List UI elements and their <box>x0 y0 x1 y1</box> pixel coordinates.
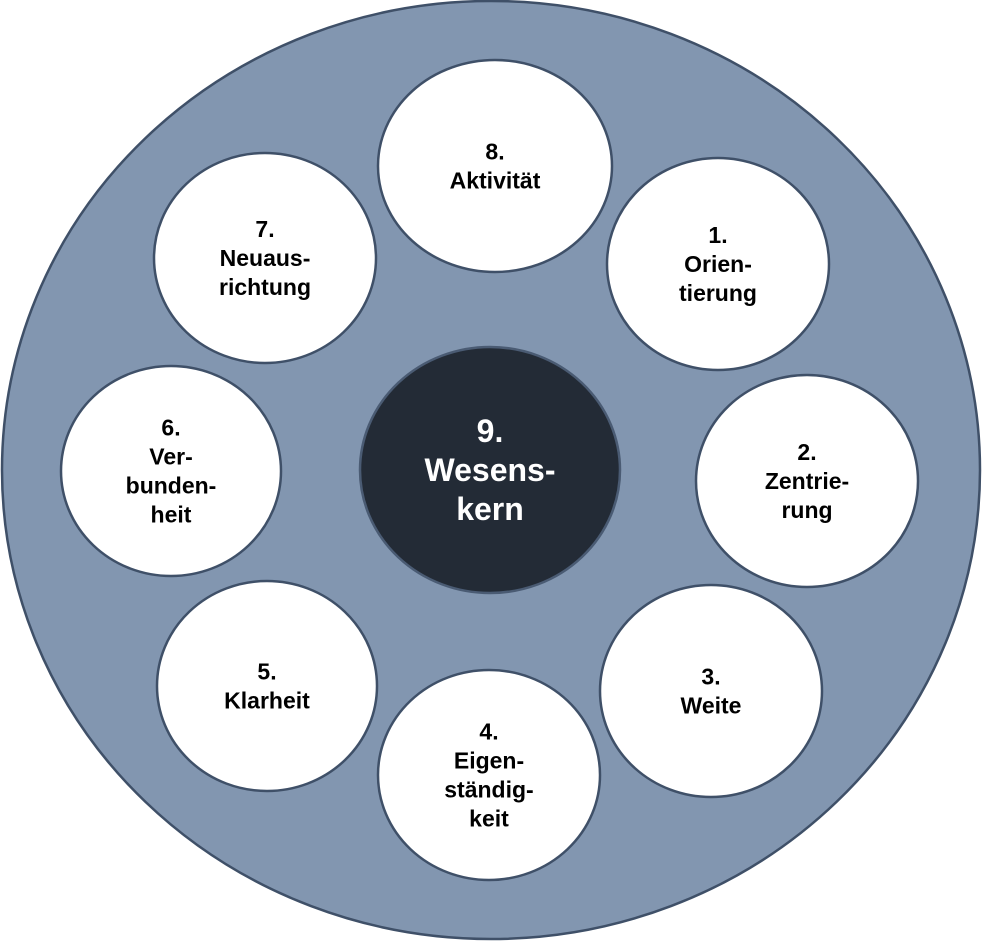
node-circle <box>376 668 602 882</box>
nodes-layer: 1. Orien-tierung 2. Zentrie-rung 3. Weite 4. Ei… <box>59 58 920 882</box>
node-label-line: keit <box>469 806 509 832</box>
center-circle <box>358 345 622 595</box>
node-circle <box>59 364 283 578</box>
node-4: 4. Eigen-ständig-keit <box>376 668 602 882</box>
node-label-line: heit <box>151 502 192 528</box>
node-circle <box>694 373 920 589</box>
node-circle <box>605 156 831 372</box>
node-label-line: Zentrie- <box>765 468 849 494</box>
node-circle <box>376 58 614 274</box>
center-label-line: 9. <box>477 413 504 449</box>
node-label-line: bunden- <box>126 473 217 499</box>
node-label-line: richtung <box>219 274 311 300</box>
node-label-line: 2. <box>797 439 816 465</box>
node-label: 6. Ver-bunden-heit <box>126 415 217 528</box>
node-label-line: Aktivität <box>450 168 541 194</box>
node-8: 8. Aktivität <box>376 58 614 274</box>
center-label: 9.Wesens-kern <box>424 413 555 527</box>
node-circle <box>598 583 824 799</box>
node-label-line: 3. <box>701 664 720 690</box>
node-label-line: 7. <box>255 216 274 242</box>
node-label-line: Weite <box>681 693 742 719</box>
node-label-line: Eigen- <box>454 748 524 774</box>
node-label-line: Klarheit <box>224 688 310 714</box>
center-label-line: Wesens- <box>424 452 555 488</box>
node-label: 3. Weite <box>681 664 742 719</box>
node-1: 1. Orien-tierung <box>605 156 831 372</box>
node-6: 6. Ver-bunden-heit <box>59 364 283 578</box>
center-label-line: kern <box>456 491 524 527</box>
node-label-line: 6. <box>161 415 180 441</box>
node-label: 1. Orien-tierung <box>679 222 757 306</box>
node-circle <box>152 151 378 365</box>
node-label-line: 8. <box>485 139 504 165</box>
node-label-line: 1. <box>708 222 727 248</box>
node-circle <box>155 579 379 793</box>
node-7: 7. Neuaus-richtung <box>152 151 378 365</box>
node-3: 3. Weite <box>598 583 824 799</box>
node-label-line: Ver- <box>149 444 192 470</box>
center-node: 9.Wesens-kern <box>358 345 622 595</box>
node-label-line: tierung <box>679 280 757 306</box>
node-label: 7. Neuaus-richtung <box>219 216 311 300</box>
node-label: 5. Klarheit <box>224 659 310 714</box>
node-label-line: rung <box>781 497 832 523</box>
node-label: 2. Zentrie-rung <box>765 439 849 523</box>
node-5: 5. Klarheit <box>155 579 379 793</box>
node-label-line: Neuaus- <box>220 245 311 271</box>
node-label-line: 5. <box>257 659 276 685</box>
node-label-line: ständig- <box>444 777 533 803</box>
node-label-line: Orien- <box>684 251 752 277</box>
node-label-line: 4. <box>479 719 498 745</box>
node-label: 8. Aktivität <box>450 139 541 194</box>
node-label: 4. Eigen-ständig-keit <box>444 719 533 832</box>
node-2: 2. Zentrie-rung <box>694 373 920 589</box>
